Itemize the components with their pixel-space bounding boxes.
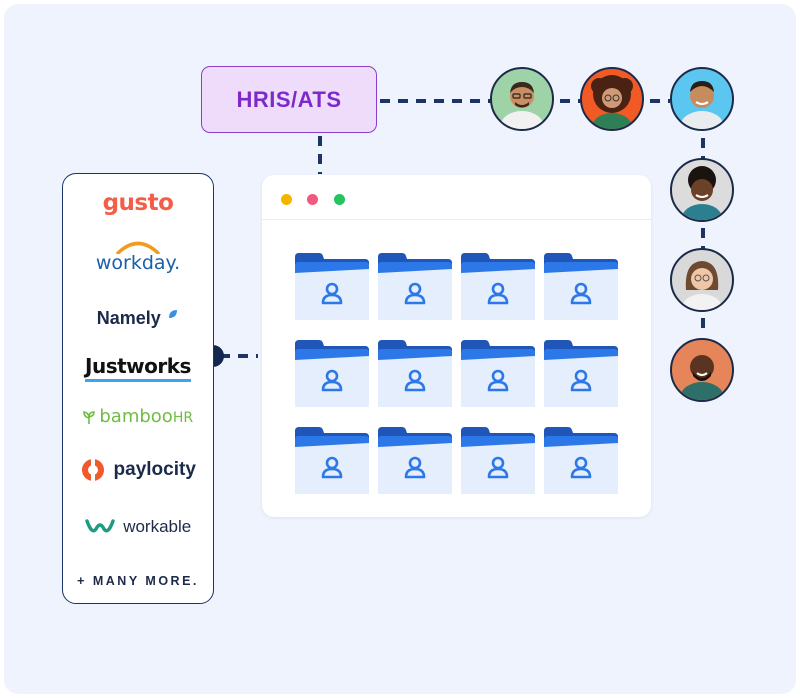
person-avatar-2 [580, 67, 644, 131]
person-avatar-1 [490, 67, 554, 131]
person-folder-icon [461, 253, 535, 320]
person-folder-icon [461, 427, 535, 494]
person-avatar-6 [670, 338, 734, 402]
person-1-icon [500, 82, 544, 129]
bamboo-leaf-icon [83, 410, 95, 424]
person-avatar-5 [670, 248, 734, 312]
person-folder-icon [295, 427, 369, 494]
paylocity-logo: paylocity [63, 457, 213, 483]
workable-wordmark: workable [123, 517, 192, 536]
bamboohr-logo: bambooHR [63, 406, 213, 427]
many-more-text: + MANY MORE. [77, 574, 199, 588]
integrations-panel: gusto workday. Namely Justworks bambooHR [62, 173, 214, 604]
hris-ats-box: HRIS/ATS [201, 66, 377, 133]
browser-title-bar [262, 175, 651, 220]
many-more-label: + MANY MORE. [63, 572, 213, 590]
person-folder-icon [295, 253, 369, 320]
person-3-icon [680, 81, 724, 129]
paylocity-wordmark: paylocity [113, 459, 196, 480]
workable-logo: workable [63, 517, 213, 537]
bamboo-wordmark: bamboo [99, 406, 173, 427]
justworks-wordmark: Justworks [85, 354, 191, 382]
window-dot-yellow [281, 194, 292, 205]
namely-leaf-icon [169, 310, 178, 318]
person-4-icon [682, 166, 722, 220]
workday-wordmark: workday. [95, 252, 181, 274]
window-dot-green [334, 194, 345, 205]
person-avatar-3 [670, 67, 734, 131]
workday-logo: workday. [63, 240, 213, 274]
paylocity-icon [82, 457, 105, 483]
workday-arc-icon [116, 241, 160, 254]
window-dot-red [307, 194, 318, 205]
person-folder-icon [461, 340, 535, 407]
person-folder-icon [378, 340, 452, 407]
person-folder-icon [295, 340, 369, 407]
person-6-icon [680, 355, 724, 400]
namely-logo: Namely [63, 308, 213, 329]
person-folder-icon [378, 427, 452, 494]
person-2-icon [591, 75, 633, 129]
person-avatar-4 [670, 158, 734, 222]
justworks-logo: Justworks [63, 354, 213, 382]
workable-w-icon [85, 519, 115, 533]
person-folder-icon [378, 253, 452, 320]
browser-window [262, 175, 651, 517]
gusto-wordmark: gusto [102, 190, 174, 216]
namely-wordmark: Namely [96, 308, 161, 328]
gusto-logo: gusto [63, 190, 213, 216]
person-folder-icon [544, 427, 618, 494]
person-folder-icon [544, 253, 618, 320]
person-5-icon [682, 261, 722, 310]
person-folder-icon [544, 340, 618, 407]
bamboo-hr-wordmark: HR [172, 410, 194, 426]
